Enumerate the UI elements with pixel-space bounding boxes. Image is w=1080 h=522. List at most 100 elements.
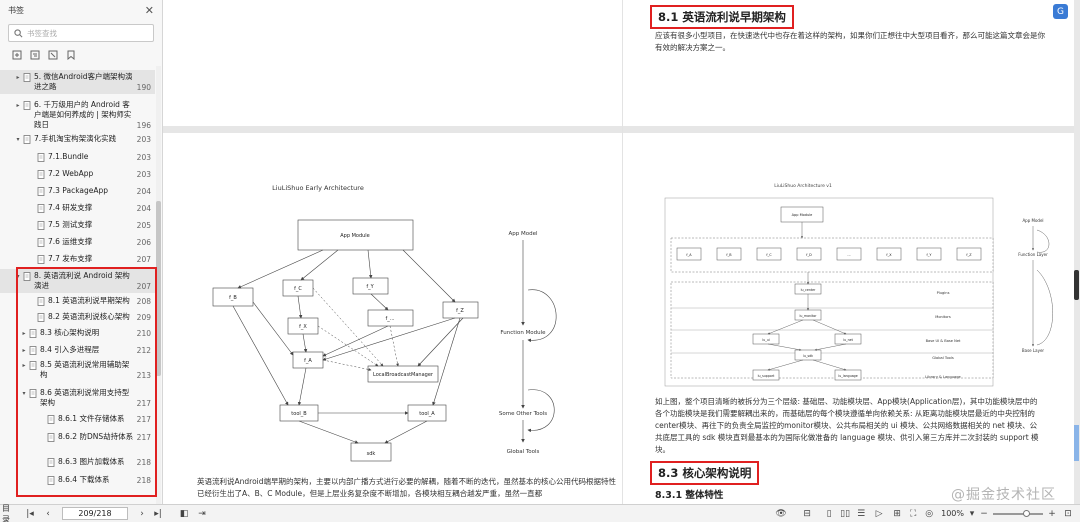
last-page-button[interactable]: ▸| [154, 508, 162, 519]
bookmark-page-icon [29, 346, 37, 355]
early-architecture-diagram: LiuLiShuo Early Architecture App Module … [212, 184, 557, 462]
expand-arrow-icon[interactable]: ▾ [16, 273, 20, 280]
expand-arrow-icon[interactable]: ▾ [16, 136, 20, 143]
prev-page-button[interactable]: ‹ [46, 508, 50, 519]
read-mode-icon[interactable]: 👁 [775, 508, 787, 519]
document-scroll-thumb[interactable] [1074, 270, 1079, 300]
toc-item-page: 208 [136, 297, 151, 306]
bookmark-page-icon [23, 73, 31, 82]
node-f-b: f_B [229, 295, 237, 301]
zoom-in-button[interactable]: + [1048, 508, 1056, 519]
eye-care-icon[interactable]: ◎ [925, 508, 934, 519]
continuous-icon[interactable]: ☰ [857, 508, 866, 519]
bookmark-page-icon [29, 361, 37, 370]
close-icon[interactable]: ✕ [144, 3, 154, 17]
first-page-button[interactable]: |◂ [26, 508, 34, 519]
toc-item-page: 196 [136, 121, 151, 130]
function-module-box [716, 247, 742, 261]
spacer [38, 414, 46, 416]
bookmark-page-icon [47, 476, 55, 485]
toc-item-label: 8.2 英语流利说核心架构 [48, 312, 130, 321]
fit-page-icon[interactable]: ⊡ [1064, 508, 1072, 519]
sidebar-scrollbar[interactable] [156, 66, 161, 504]
scroll-position-marker [1074, 425, 1079, 461]
spacer [28, 169, 36, 171]
zoom-slider-knob[interactable] [1023, 509, 1030, 517]
collapse-arrow-icon[interactable]: ▸ [22, 330, 26, 337]
page-number-input[interactable] [62, 507, 128, 520]
rlegend-app: App Model [1022, 218, 1043, 223]
double-page-icon[interactable]: ▯▯ [840, 508, 851, 519]
toc-item-label: 7.7 发布支撑 [48, 254, 93, 263]
sidebar-scroll-thumb[interactable] [156, 201, 161, 376]
exit-icon[interactable]: ⇥ [198, 508, 206, 519]
function-module-box [916, 247, 942, 261]
collapse-arrow-icon[interactable]: ▸ [16, 74, 20, 81]
delete-bookmark-icon[interactable] [48, 50, 58, 60]
fullscreen-icon[interactable]: ⛶ [909, 508, 917, 519]
rnode-lu-sdk: lu_sdk [803, 354, 813, 358]
spacer [28, 203, 36, 205]
function-module-box [836, 247, 862, 261]
function-module-label: f_X [886, 253, 892, 257]
document-scrollbar[interactable] [1074, 0, 1080, 504]
expand-arrow-icon[interactable]: ▾ [22, 390, 26, 397]
collapse-arrow-icon[interactable]: ▸ [22, 362, 26, 369]
rnode-app-module: App Module [792, 213, 813, 217]
sidebar-header: 书签 ✕ [0, 0, 162, 20]
toc-item-label: 8.6 英语流利说常用支持型架构 [40, 388, 130, 407]
toc-item-label: 7.5 测试支撑 [48, 220, 93, 229]
collapse-arrow-icon[interactable]: ▸ [16, 102, 20, 109]
search-icon [14, 28, 23, 37]
function-module-label: f_Z [966, 253, 972, 257]
toc-item-label: 7.3 PackageApp [48, 186, 109, 195]
bookmark-page-icon [37, 153, 45, 162]
zoom-out-button[interactable]: − [980, 508, 988, 519]
bookmark-page-icon [29, 389, 37, 398]
add-bookmark-icon[interactable] [12, 50, 22, 60]
function-module-box [676, 247, 702, 261]
spread-divider [622, 0, 623, 504]
assistant-button[interactable]: G [1053, 4, 1068, 19]
zoom-slider[interactable] [993, 509, 1043, 517]
bookmark-icon[interactable] [66, 50, 76, 60]
toc-toggle-label[interactable]: 目录 [2, 503, 10, 522]
architecture-v1-diagram: LiuLiShuo Architecture v1 App Module f_A… [664, 183, 1053, 387]
right-paragraph: 如上图，整个项目清晰的被拆分为三个层级: 基础层、功能模块层、App模块(App… [655, 397, 1039, 454]
next-page-button[interactable]: › [140, 508, 144, 519]
bookmark-search-input[interactable] [27, 28, 147, 38]
rlegend-function: Function Layer [1018, 252, 1048, 257]
play-icon[interactable]: ▷ [875, 508, 883, 519]
grid-view-icon[interactable]: ⊞ [893, 508, 901, 519]
add-sub-bookmark-icon[interactable] [30, 50, 40, 60]
collapse-arrow-icon[interactable]: ▸ [22, 347, 26, 354]
single-page-icon[interactable]: ▯ [826, 508, 832, 519]
toc-item-page: 210 [136, 329, 151, 338]
zoom-level[interactable]: 100% [941, 509, 964, 518]
panel-toggle-icon[interactable]: ◧ [179, 508, 189, 519]
bookmark-search[interactable] [8, 24, 154, 42]
fit-width-icon[interactable]: ⊟ [803, 508, 811, 519]
zoom-dropdown-icon[interactable]: ▾ [969, 508, 975, 519]
